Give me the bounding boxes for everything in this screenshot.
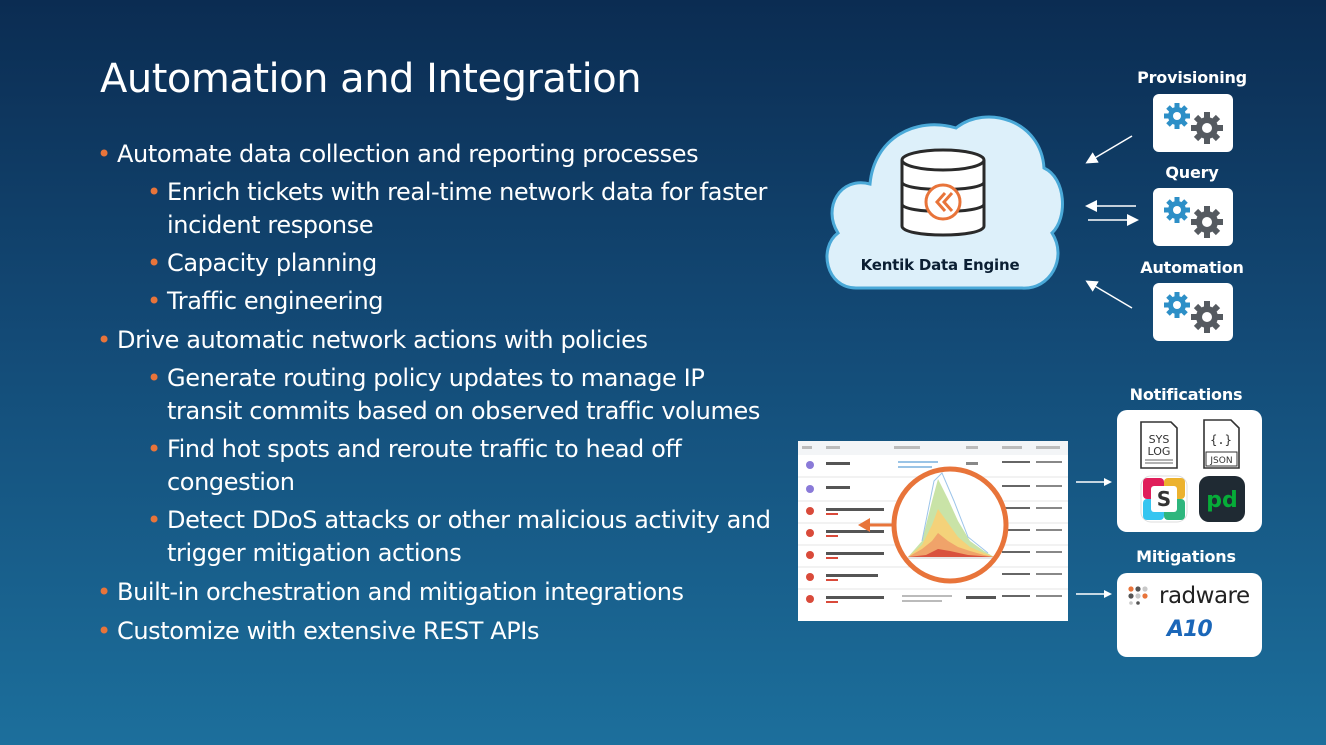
notifications-box: SYS LOG {.} JSON S pd	[1117, 410, 1262, 532]
arrow-automation	[1085, 280, 1133, 309]
mitigations-box: radware A10	[1117, 573, 1262, 657]
provisioning-label: Provisioning	[1137, 68, 1247, 87]
svg-text:pd: pd	[1206, 488, 1238, 513]
provisioning-gear-box	[1153, 94, 1233, 152]
mitigations-label: Mitigations	[1136, 547, 1236, 566]
gear-icon	[1164, 197, 1223, 238]
query-gear-box	[1153, 188, 1233, 246]
gear-icon	[1164, 103, 1223, 144]
database-icon	[900, 148, 986, 237]
json-file-icon: {.} JSON	[1203, 419, 1240, 469]
alerts-table-preview	[798, 441, 1068, 603]
engine-label: Kentik Data Engine	[860, 256, 1020, 274]
radware-logo-icon	[1128, 586, 1148, 605]
bullet-item: Drive automatic network actions with pol…	[97, 324, 777, 357]
query-label: Query	[1165, 163, 1219, 182]
automation-label: Automation	[1140, 258, 1244, 277]
slide-title: Automation and Integration	[100, 56, 642, 102]
bullet-item: Built-in orchestration and mitigation in…	[97, 576, 777, 609]
arrow-provisioning	[1085, 135, 1133, 164]
svg-text:JSON: JSON	[1209, 456, 1232, 466]
bullet-item: Capacity planning	[97, 247, 777, 280]
arrow-mitigations	[1076, 590, 1112, 598]
bullet-list: Automate data collection and reporting p…	[97, 138, 777, 648]
connector-arrows	[1085, 135, 1139, 309]
svg-text:SYS: SYS	[1149, 433, 1170, 446]
magnifier-icon	[858, 466, 1009, 584]
svg-text:S: S	[1157, 487, 1171, 511]
table-rows	[798, 461, 1068, 603]
arrow-notifications	[1076, 478, 1112, 486]
radware-logo-text: radware	[1159, 583, 1250, 609]
bullet-item: Enrich tickets with real-time network da…	[97, 176, 777, 242]
pagerduty-logo-icon: pd	[1199, 476, 1245, 522]
bullet-item: Traffic engineering	[97, 285, 777, 318]
bullet-item: Customize with extensive REST APIs	[97, 615, 777, 648]
svg-text:LOG: LOG	[1148, 445, 1171, 458]
a10-logo: A10	[1167, 617, 1213, 642]
slack-logo-icon: S	[1140, 475, 1188, 523]
syslog-file-icon: SYS LOG	[1140, 421, 1178, 469]
bullet-item: Automate data collection and reporting p…	[97, 138, 777, 171]
automation-gear-box	[1153, 283, 1233, 341]
gear-icon	[1164, 292, 1223, 333]
bullet-item: Find hot spots and reroute traffic to he…	[97, 433, 777, 499]
integration-diagram: Kentik Data Engine Provisioning Query Au…	[790, 60, 1310, 680]
svg-text:{.}: {.}	[1210, 433, 1232, 447]
bullet-item: Detect DDoS attacks or other malicious a…	[97, 504, 777, 570]
notifications-label: Notifications	[1129, 385, 1243, 404]
bullet-item: Generate routing policy updates to manag…	[97, 362, 777, 428]
alerts-screenshot	[798, 441, 1068, 621]
